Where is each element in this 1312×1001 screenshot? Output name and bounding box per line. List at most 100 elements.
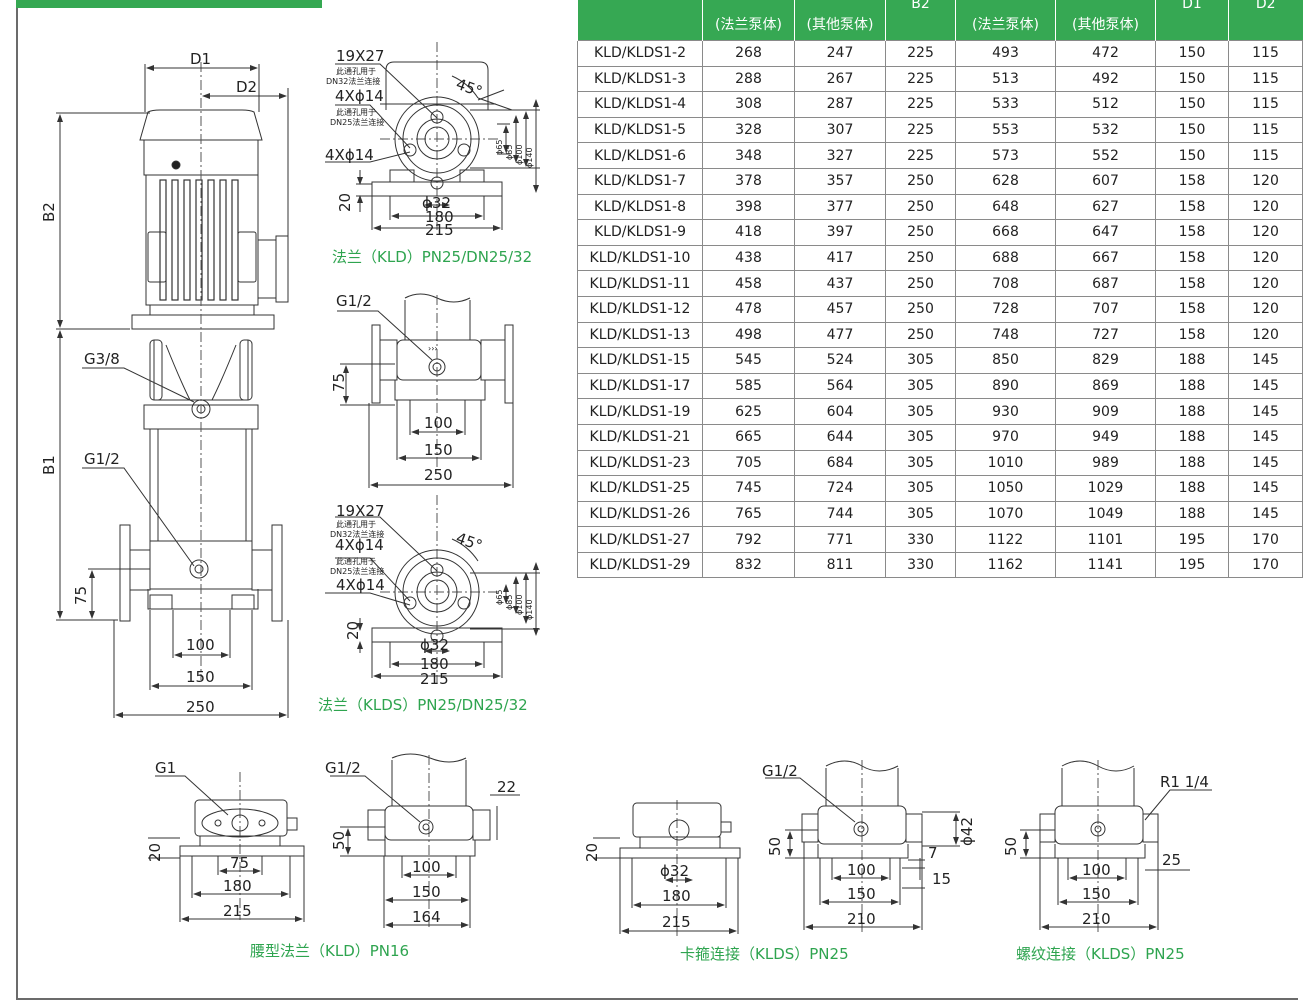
table-cell: 707: [1055, 295, 1156, 323]
table-cell: 1050: [955, 475, 1056, 502]
table-cell: 145: [1228, 449, 1303, 477]
table-cell: 115: [1228, 40, 1303, 67]
table-cell-model: KLD/KLDS1-13: [577, 321, 703, 349]
table-cell: 158: [1155, 295, 1229, 323]
table-cell: 748: [955, 321, 1056, 349]
waist-flange-side-drawing: [330, 753, 520, 930]
table-cell-model: KLD/KLDS1-7: [577, 167, 703, 195]
table-cell: 188: [1155, 423, 1229, 451]
table-cell-model: KLD/KLDS1-23: [577, 449, 703, 477]
table-cell-model: KLD/KLDS1-26: [577, 500, 703, 528]
table-cell: 120: [1228, 167, 1303, 195]
table-cell: 305: [885, 475, 956, 502]
table-cell: 150: [1155, 65, 1229, 93]
klds-bolt2: 4Xϕ14: [336, 576, 385, 594]
table-cell-model: KLD/KLDS1-19: [577, 398, 703, 425]
clamp-w210: 210: [847, 910, 876, 928]
klds-dia32: ϕ32: [420, 636, 449, 654]
main-pump-drawing: [56, 62, 289, 718]
clamp-d42: ϕ42: [958, 817, 976, 846]
table-cell: 250: [885, 167, 956, 195]
table-cell: 158: [1155, 321, 1229, 349]
clamp-w7: 7: [928, 844, 938, 862]
table-cell: 145: [1228, 372, 1303, 400]
table-cell: 120: [1228, 193, 1303, 221]
table-cell-model: KLD/KLDS1-27: [577, 526, 703, 553]
table-cell-model: KLD/KLDS1-21: [577, 423, 703, 451]
flange-klds-drawing: [325, 495, 540, 683]
table-cell: 250: [885, 295, 956, 323]
table-cell-model: KLD/KLDS1-15: [577, 347, 703, 374]
table-cell: 930: [955, 398, 1056, 425]
table-cell-model: KLD/KLDS1-2: [577, 40, 703, 67]
clamp-top-drawing: [593, 800, 741, 938]
table-cell: 357: [794, 167, 886, 195]
table-cell: 397: [794, 219, 886, 246]
table-cell: 305: [885, 347, 956, 374]
kld-angle: 45°: [454, 75, 485, 101]
table-cell: 668: [955, 219, 1056, 246]
clamp-h50: 50: [766, 837, 784, 856]
klds-d85: ϕ85: [505, 595, 514, 610]
table-cell: 1029: [1055, 475, 1156, 502]
table-cell: 1010: [955, 449, 1056, 477]
table-cell: 250: [885, 270, 956, 297]
table-cell: 850: [955, 347, 1056, 374]
header-d1: D1: [1155, 0, 1229, 41]
dim-d2: D2: [236, 78, 257, 96]
table-cell: 492: [1055, 65, 1156, 93]
header-b1-other: (其他泵体): [794, 0, 886, 41]
table-cell: 625: [702, 398, 795, 425]
kld-h20: 20: [336, 193, 354, 212]
table-cell: 627: [1055, 193, 1156, 221]
table-cell: 533: [955, 91, 1056, 118]
kld-d100: ϕ100: [515, 144, 524, 165]
table-cell: 437: [794, 270, 886, 297]
table-cell: 585: [702, 372, 795, 400]
klds-w215: 215: [420, 670, 449, 688]
table-cell: 330: [885, 526, 956, 553]
table-cell: 457: [794, 295, 886, 323]
side-w100: 100: [424, 414, 453, 432]
table-cell: 195: [1155, 526, 1229, 553]
table-cell: 307: [794, 116, 886, 144]
table-cell: 472: [1055, 40, 1156, 67]
klds-d100: ϕ100: [515, 594, 524, 615]
kld-hole-label: 19X27: [336, 47, 384, 65]
table-cell: 327: [794, 142, 886, 169]
table-cell: 765: [702, 500, 795, 528]
table-cell-model: KLD/KLDS1-8: [577, 193, 703, 221]
table-cell: 330: [885, 551, 956, 579]
dimension-table: (法兰泵体) (其他泵体) B2 (法兰泵体) (其他泵体) D1 D2 KLD…: [577, 0, 1303, 579]
table-cell: 604: [794, 398, 886, 425]
side-view-drawing: ›››: [337, 293, 514, 488]
table-cell: 145: [1228, 500, 1303, 528]
table-cell: 158: [1155, 167, 1229, 195]
table-cell: 418: [702, 219, 795, 246]
table-cell: 145: [1228, 423, 1303, 451]
table-cell: 158: [1155, 193, 1229, 221]
table-cell: 305: [885, 372, 956, 400]
clamp-w100: 100: [847, 861, 876, 879]
table-cell: 250: [885, 321, 956, 349]
table-cell: 417: [794, 244, 886, 272]
dim-b1: B1: [40, 455, 58, 475]
table-cell-model: KLD/KLDS1-6: [577, 142, 703, 169]
table-cell: 188: [1155, 475, 1229, 502]
waist-w150: 150: [412, 883, 441, 901]
table-cell: 225: [885, 65, 956, 93]
table-cell-model: KLD/KLDS1-17: [577, 372, 703, 400]
table-cell: 150: [1155, 142, 1229, 169]
table-cell: 305: [885, 423, 956, 451]
table-cell: 728: [955, 295, 1056, 323]
